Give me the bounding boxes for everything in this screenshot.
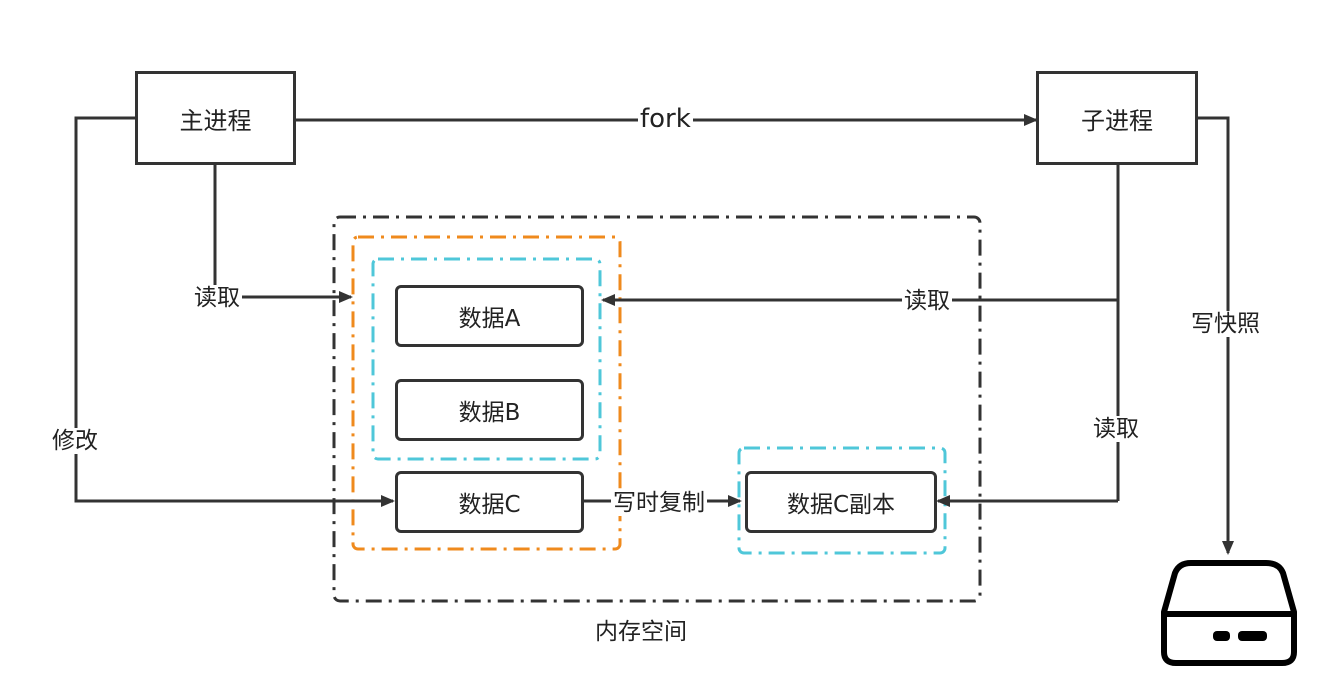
- orange-region: [351, 235, 622, 551]
- data-a-label: 数据A: [458, 306, 521, 332]
- data-a-box: 数据A: [395, 285, 584, 347]
- modify-label: 修改: [50, 428, 100, 455]
- main-read-label: 读取: [192, 285, 242, 312]
- modify-arrow: [74, 116, 395, 507]
- data-b-label: 数据B: [458, 400, 521, 426]
- child-process-label: 子进程: [1081, 106, 1153, 135]
- child-read-a-label: 读取: [902, 288, 952, 315]
- data-c-label: 数据C: [458, 492, 521, 518]
- data-c-copy-box: 数据C副本: [745, 471, 937, 533]
- write-snapshot-arrow: [1198, 116, 1234, 555]
- main-read-arrow: [213, 165, 353, 303]
- copy-on-write-label: 写时复制: [611, 490, 707, 517]
- memory-space-label: 内存空间: [593, 619, 689, 646]
- disk-drive-icon: [1161, 560, 1297, 666]
- main-process-box: 主进程: [135, 71, 296, 165]
- memory-space-region: [332, 215, 982, 603]
- cyan-region-ab: [371, 257, 602, 461]
- main-process-label: 主进程: [179, 106, 252, 135]
- fork-label: fork: [638, 104, 693, 135]
- child-read-c-label: 读取: [1091, 416, 1141, 443]
- data-b-box: 数据B: [395, 379, 584, 441]
- data-c-box: 数据C: [395, 471, 584, 533]
- cyan-region-c-copy: [737, 446, 947, 555]
- write-snapshot-label: 写快照: [1189, 311, 1262, 338]
- data-c-copy-label: 数据C副本: [786, 492, 896, 518]
- child-process-box: 子进程: [1036, 71, 1198, 165]
